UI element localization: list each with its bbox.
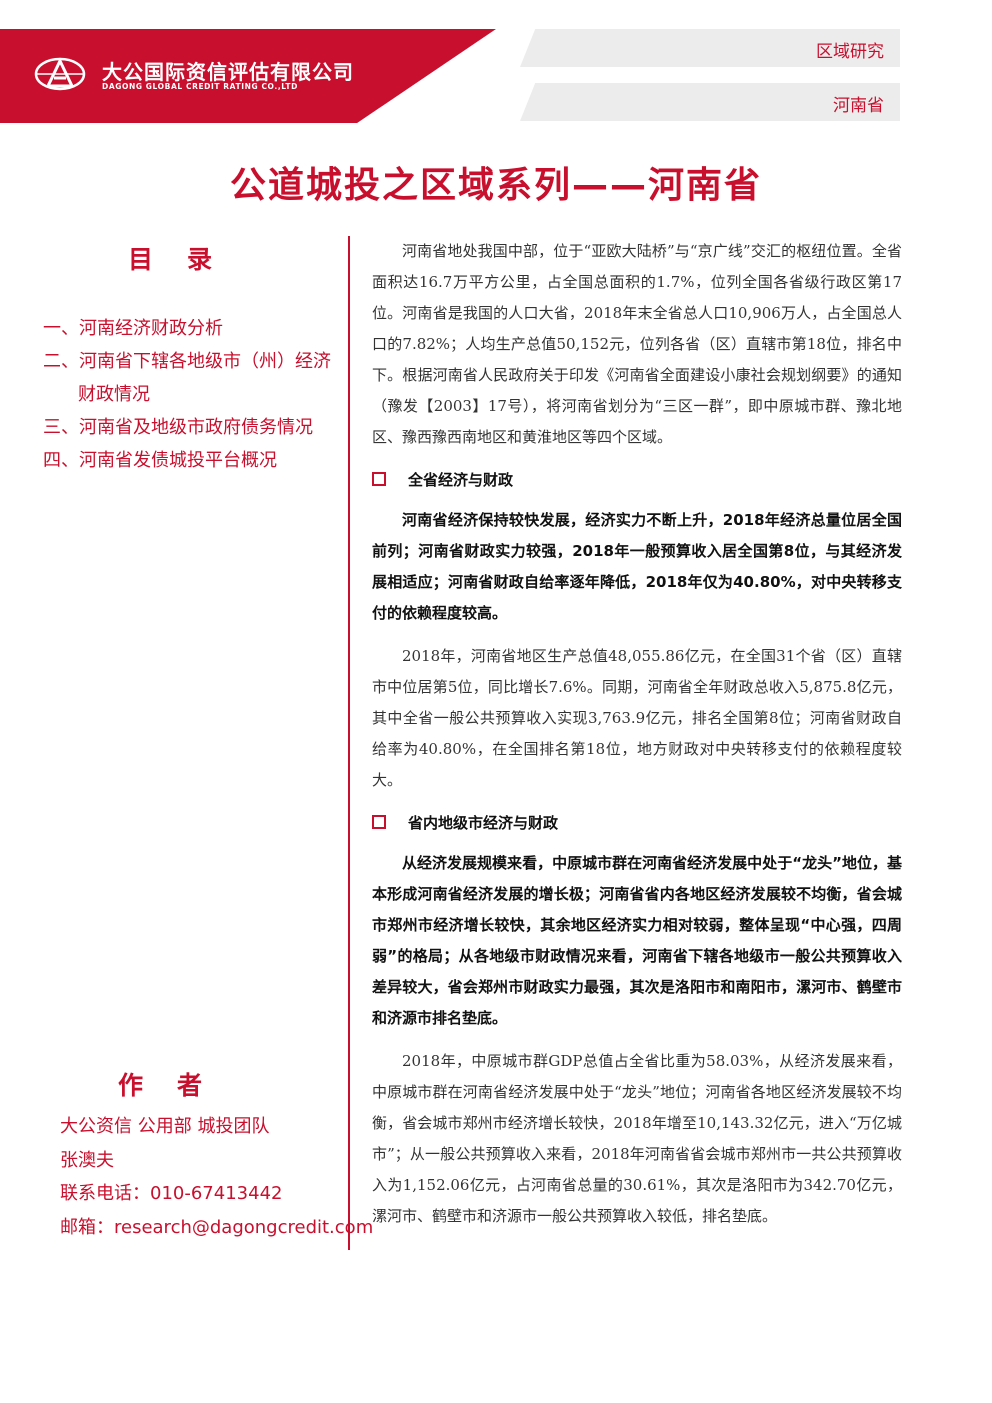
category-tag-label: 区域研究 xyxy=(816,42,884,62)
author-info: 大公资信 公用部 城投团队 张澳夫 联系电话：010-67413442 邮箱：r… xyxy=(60,1110,373,1244)
region-tag: 河南省 xyxy=(520,83,900,121)
company-name-en: DAGONG GLOBAL CREDIT RATING CO.,LTD xyxy=(102,82,298,91)
toc-title: 目录 xyxy=(128,245,247,274)
company-logo-icon xyxy=(34,57,86,91)
section-summary: 从经济发展规模来看，中原城市群在河南省经济发展中处于“龙头”地位，基本形成河南省… xyxy=(372,854,902,1027)
column-divider xyxy=(348,236,350,1250)
toc-item[interactable]: 四、河南省发债城投平台概况 xyxy=(43,450,277,471)
square-bullet-icon xyxy=(372,472,386,486)
author-title: 作者 xyxy=(118,1071,237,1100)
main-content: 河南省地处我国中部，位于“亚欧大陆桥”与“京广线”交汇的枢纽位置。全省面积达16… xyxy=(372,236,902,1244)
section-body: 2018年，中原城市群GDP总值占全省比重为58.03%，从经济发展来看，中原城… xyxy=(372,1052,902,1225)
author-team: 大公资信 公用部 城投团队 xyxy=(60,1116,270,1137)
section-heading-label: 省内地级市经济与财政 xyxy=(408,813,559,832)
intro-paragraph: 河南省地处我国中部，位于“亚欧大陆桥”与“京广线”交汇的枢纽位置。全省面积达16… xyxy=(372,242,902,446)
region-tag-label: 河南省 xyxy=(833,96,884,116)
author-phone: 联系电话：010-67413442 xyxy=(60,1183,283,1204)
company-name-cn: 大公国际资信评估有限公司 xyxy=(102,60,354,84)
section-heading: 全省经济与财政 xyxy=(372,465,902,493)
section-summary: 河南省经济保持较快发展，经济实力不断上升，2018年经济总量位居全国前列；河南省… xyxy=(372,511,902,622)
category-tag: 区域研究 xyxy=(520,29,900,67)
section-heading: 省内地级市经济与财政 xyxy=(372,808,902,836)
toc-item[interactable]: 三、河南省及地级市政府债务情况 xyxy=(43,417,313,438)
report-title: 公道城投之区域系列——河南省 xyxy=(229,165,762,206)
author-email[interactable]: 邮箱：research@dagongcredit.com xyxy=(60,1216,374,1238)
toc-item[interactable]: 二、河南省下辖各地级市（州）经济财政情况 xyxy=(43,351,331,405)
toc-item[interactable]: 一、河南经济财政分析 xyxy=(43,318,223,339)
section-heading-label: 全省经济与财政 xyxy=(408,470,514,489)
author-name: 张澳夫 xyxy=(60,1149,114,1171)
square-bullet-icon xyxy=(372,815,386,829)
section-body: 2018年，河南省地区生产总值48,055.86亿元，在全国31个省（区）直辖市… xyxy=(372,647,902,789)
toc-list: 一、河南经济财政分析 二、河南省下辖各地级市（州）经济财政情况 三、河南省及地级… xyxy=(43,312,333,477)
